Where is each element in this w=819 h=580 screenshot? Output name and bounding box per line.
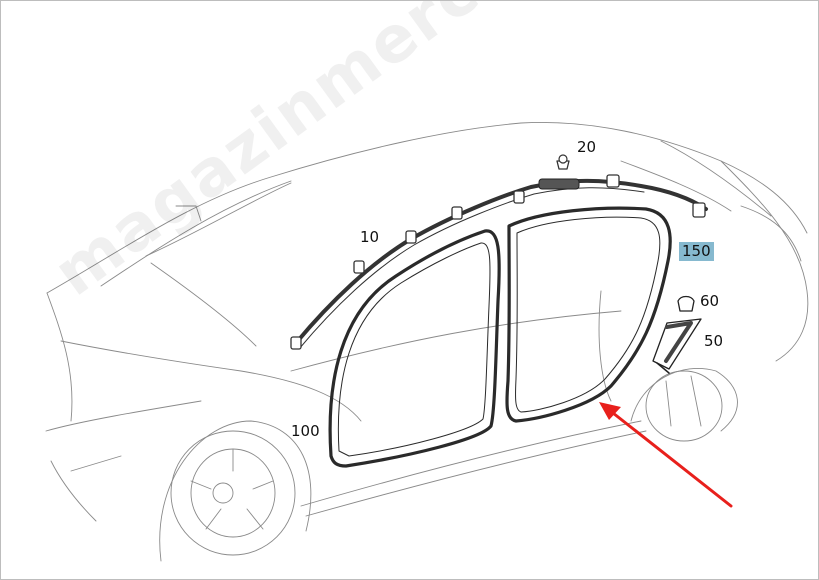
door-seals <box>328 206 672 468</box>
airbag-rail <box>290 154 708 350</box>
callout-10: 10 <box>360 228 380 246</box>
callout-20: 20 <box>577 138 597 156</box>
callout-100: 100 <box>291 422 320 440</box>
red-pointer-arrow-icon <box>599 402 733 508</box>
callout-60: 60 <box>700 292 720 310</box>
callout-50: 50 <box>704 332 724 350</box>
callout-150-highlighted[interactable]: 150 <box>679 242 714 261</box>
car-body-outline <box>45 122 809 562</box>
mounting-parts <box>652 295 702 374</box>
